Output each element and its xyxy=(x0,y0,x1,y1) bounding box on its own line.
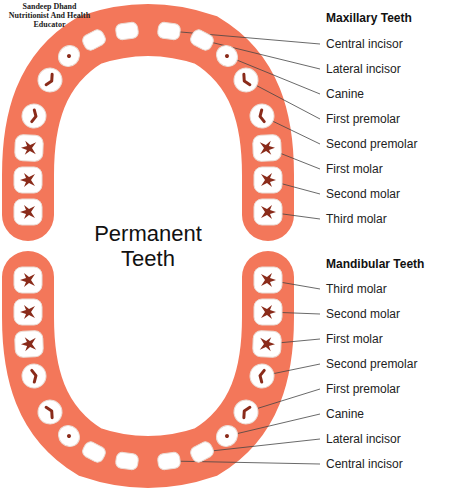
leader-lines xyxy=(169,31,320,464)
tooth-label: Second premolar xyxy=(326,136,417,152)
upper-gum xyxy=(28,30,268,215)
tooth xyxy=(248,362,276,390)
tooth-label: Central incisor xyxy=(326,36,403,52)
tooth xyxy=(20,102,48,130)
tooth-label: Second molar xyxy=(326,186,400,202)
tooth xyxy=(212,41,242,71)
tooth xyxy=(212,421,242,451)
tooth xyxy=(115,452,139,471)
tooth-label: First premolar xyxy=(326,111,400,127)
tooth xyxy=(15,331,44,358)
tooth xyxy=(14,267,42,293)
lower-gum xyxy=(28,277,268,462)
tooth xyxy=(20,362,48,390)
tooth xyxy=(254,299,282,325)
tooth-label: Central incisor xyxy=(326,456,403,472)
group-heading: Maxillary Teeth xyxy=(326,10,412,26)
tooth-label: First molar xyxy=(326,161,383,177)
tooth-label: First premolar xyxy=(326,381,400,397)
tooth xyxy=(189,28,216,52)
lower-teeth xyxy=(14,267,282,470)
diagram-title: Permanent Teeth xyxy=(83,221,213,271)
tooth-label: First molar xyxy=(326,331,383,347)
tooth xyxy=(254,199,282,225)
tooth-label: Second premolar xyxy=(326,356,417,372)
tooth-label: Third molar xyxy=(326,211,387,227)
tooth xyxy=(14,199,42,225)
tooth xyxy=(253,331,282,358)
group-heading: Mandibular Teeth xyxy=(326,256,424,272)
tooth xyxy=(81,440,108,464)
upper-teeth xyxy=(14,22,282,225)
tooth xyxy=(230,64,263,97)
tooth xyxy=(14,167,42,193)
tooth xyxy=(15,135,44,162)
tooth-label: Canine xyxy=(326,406,364,422)
tooth xyxy=(34,64,67,97)
tooth xyxy=(34,396,67,429)
watermark: Sandeep Dhand Nutritionist And Health Ed… xyxy=(2,2,97,29)
tooth xyxy=(157,22,181,41)
tooth xyxy=(254,267,282,293)
leader-line xyxy=(169,461,320,464)
tooth xyxy=(253,135,282,162)
tooth xyxy=(14,299,42,325)
tooth xyxy=(230,396,263,429)
tooth-label: Second molar xyxy=(326,306,400,322)
tooth xyxy=(254,167,282,193)
tooth-label: Lateral incisor xyxy=(326,61,401,77)
tooth xyxy=(248,102,276,130)
tooth xyxy=(81,28,108,52)
tooth xyxy=(54,41,84,71)
tooth xyxy=(115,22,139,41)
tooth xyxy=(54,421,84,451)
tooth-label: Third molar xyxy=(326,281,387,297)
tooth xyxy=(157,452,181,471)
tooth xyxy=(189,440,216,464)
tooth-label: Lateral incisor xyxy=(326,431,401,447)
tooth-label: Canine xyxy=(326,86,364,102)
